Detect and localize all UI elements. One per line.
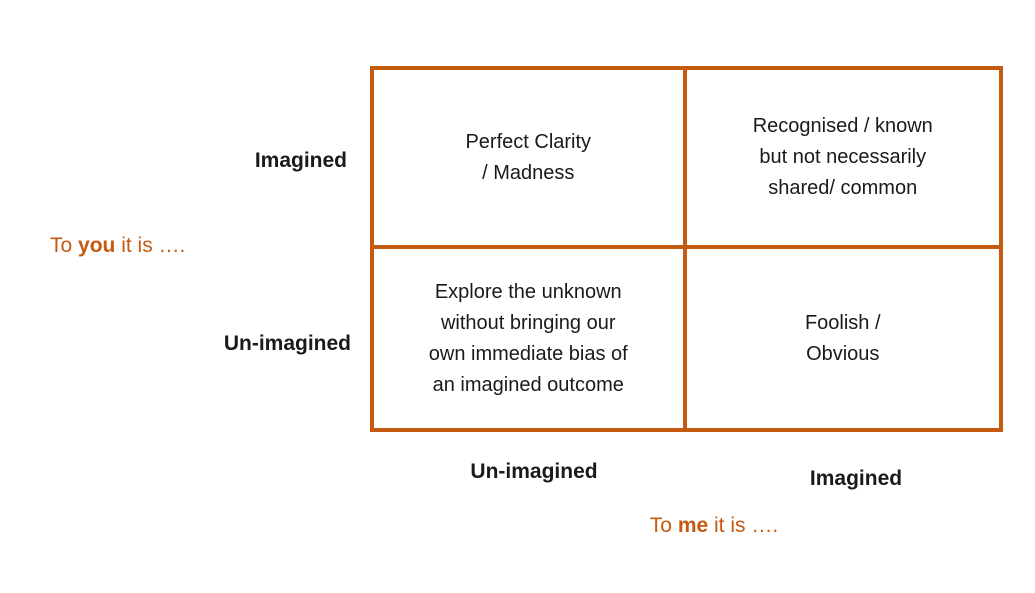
y-axis-label-imagined: Imagined xyxy=(254,149,347,172)
cell-top-right-text: Recognised / known but not necessarily s… xyxy=(752,115,933,199)
cell-top-left: Perfect Clarity / Madness xyxy=(374,70,687,249)
cell-top-left-text: Perfect Clarity / Madness xyxy=(465,130,592,184)
cell-bottom-left-text: Explore the unknown without bringing our… xyxy=(428,280,628,396)
x-axis-caption: To me it is …. xyxy=(650,513,778,538)
matrix-grid: Perfect Clarity / Madness Recognised / k… xyxy=(370,66,1003,432)
cell-top-right: Recognised / known but not necessarily s… xyxy=(686,70,999,249)
x-axis-label-unimagined: Un-imagined xyxy=(470,460,598,483)
y-axis-caption: To you it is …. xyxy=(50,233,185,258)
cell-bottom-right-text: Foolish / Obvious xyxy=(804,311,881,365)
x-axis-caption-suffix: it is …. xyxy=(708,514,779,537)
x-axis-caption-prefix: To xyxy=(649,514,678,537)
y-axis-caption-suffix: it is …. xyxy=(115,234,186,257)
x-axis-caption-emphasis: me xyxy=(677,514,709,537)
y-axis-caption-prefix: To xyxy=(50,234,79,257)
cell-bottom-right: Foolish / Obvious xyxy=(687,249,1000,428)
x-axis-label-imagined: Imagined xyxy=(809,467,903,490)
cell-bottom-left: Explore the unknown without bringing our… xyxy=(374,249,687,428)
y-axis-label-unimagined: Un-imagined xyxy=(223,332,351,355)
y-axis-caption-emphasis: you xyxy=(78,234,116,257)
